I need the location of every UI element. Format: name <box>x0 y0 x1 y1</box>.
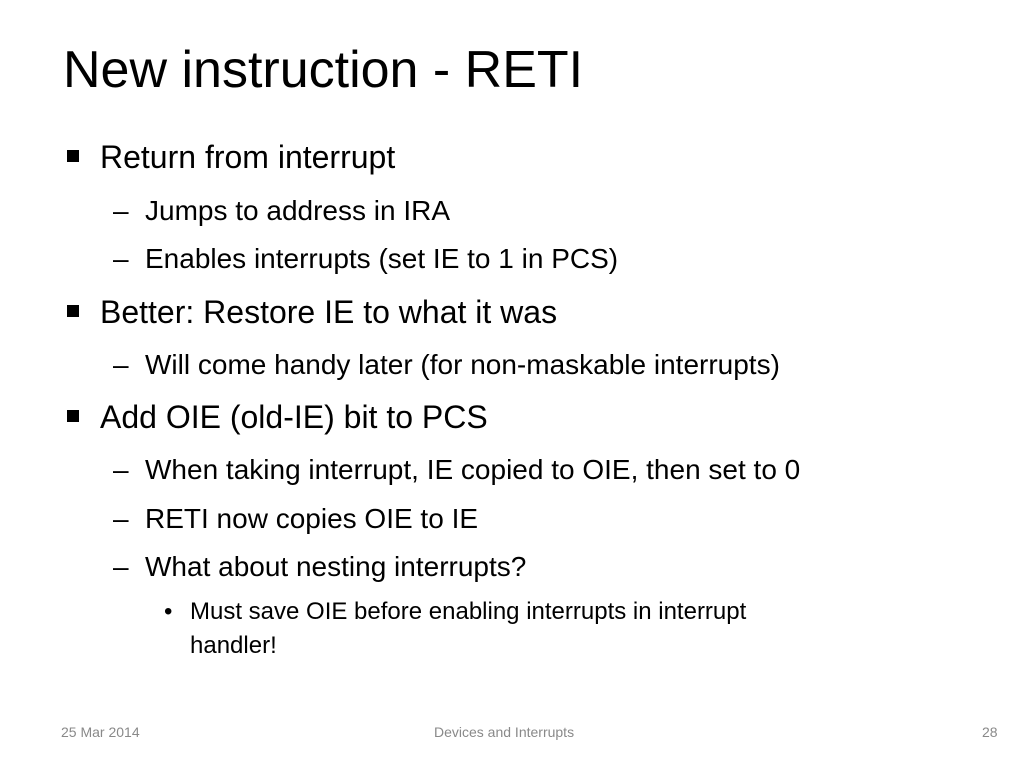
dash-bullet-icon: – <box>113 503 129 534</box>
bullet-1: Return from interrupt <box>100 139 396 175</box>
square-bullet-icon <box>67 305 79 317</box>
footer-page-number: 28 <box>982 724 998 740</box>
bullet-3: Add OIE (old-IE) bit to PCS <box>100 399 488 435</box>
bullet-3-sub-3-item-line-2: handler! <box>190 632 277 659</box>
slide-title: New instruction - RETI <box>63 41 584 99</box>
bullet-3-sub-3: What about nesting interrupts? <box>145 551 527 582</box>
square-bullet-icon <box>67 410 79 422</box>
dash-bullet-icon: – <box>113 454 129 485</box>
square-bullet-icon <box>67 150 79 162</box>
dash-bullet-icon: – <box>113 349 129 380</box>
bullet-3-sub-3-item-line-1: Must save OIE before enabling interrupts… <box>190 598 747 625</box>
footer-date: 25 Mar 2014 <box>61 724 140 740</box>
dot-bullet-icon: • <box>164 598 173 625</box>
bullet-1-sub-1: Jumps to address in IRA <box>145 195 451 226</box>
bullet-3-sub-1: When taking interrupt, IE copied to OIE,… <box>145 454 801 485</box>
bullet-2-sub-1: Will come handy later (for non-maskable … <box>145 349 780 380</box>
dash-bullet-icon: – <box>113 195 129 226</box>
bullet-1-sub-2: Enables interrupts (set IE to 1 in PCS) <box>145 243 619 274</box>
dash-bullet-icon: – <box>113 243 129 274</box>
footer-title: Devices and Interrupts <box>434 724 575 740</box>
dash-bullet-icon: – <box>113 551 129 582</box>
bullet-2: Better: Restore IE to what it was <box>100 294 558 330</box>
bullet-3-sub-2: RETI now copies OIE to IE <box>145 503 479 534</box>
